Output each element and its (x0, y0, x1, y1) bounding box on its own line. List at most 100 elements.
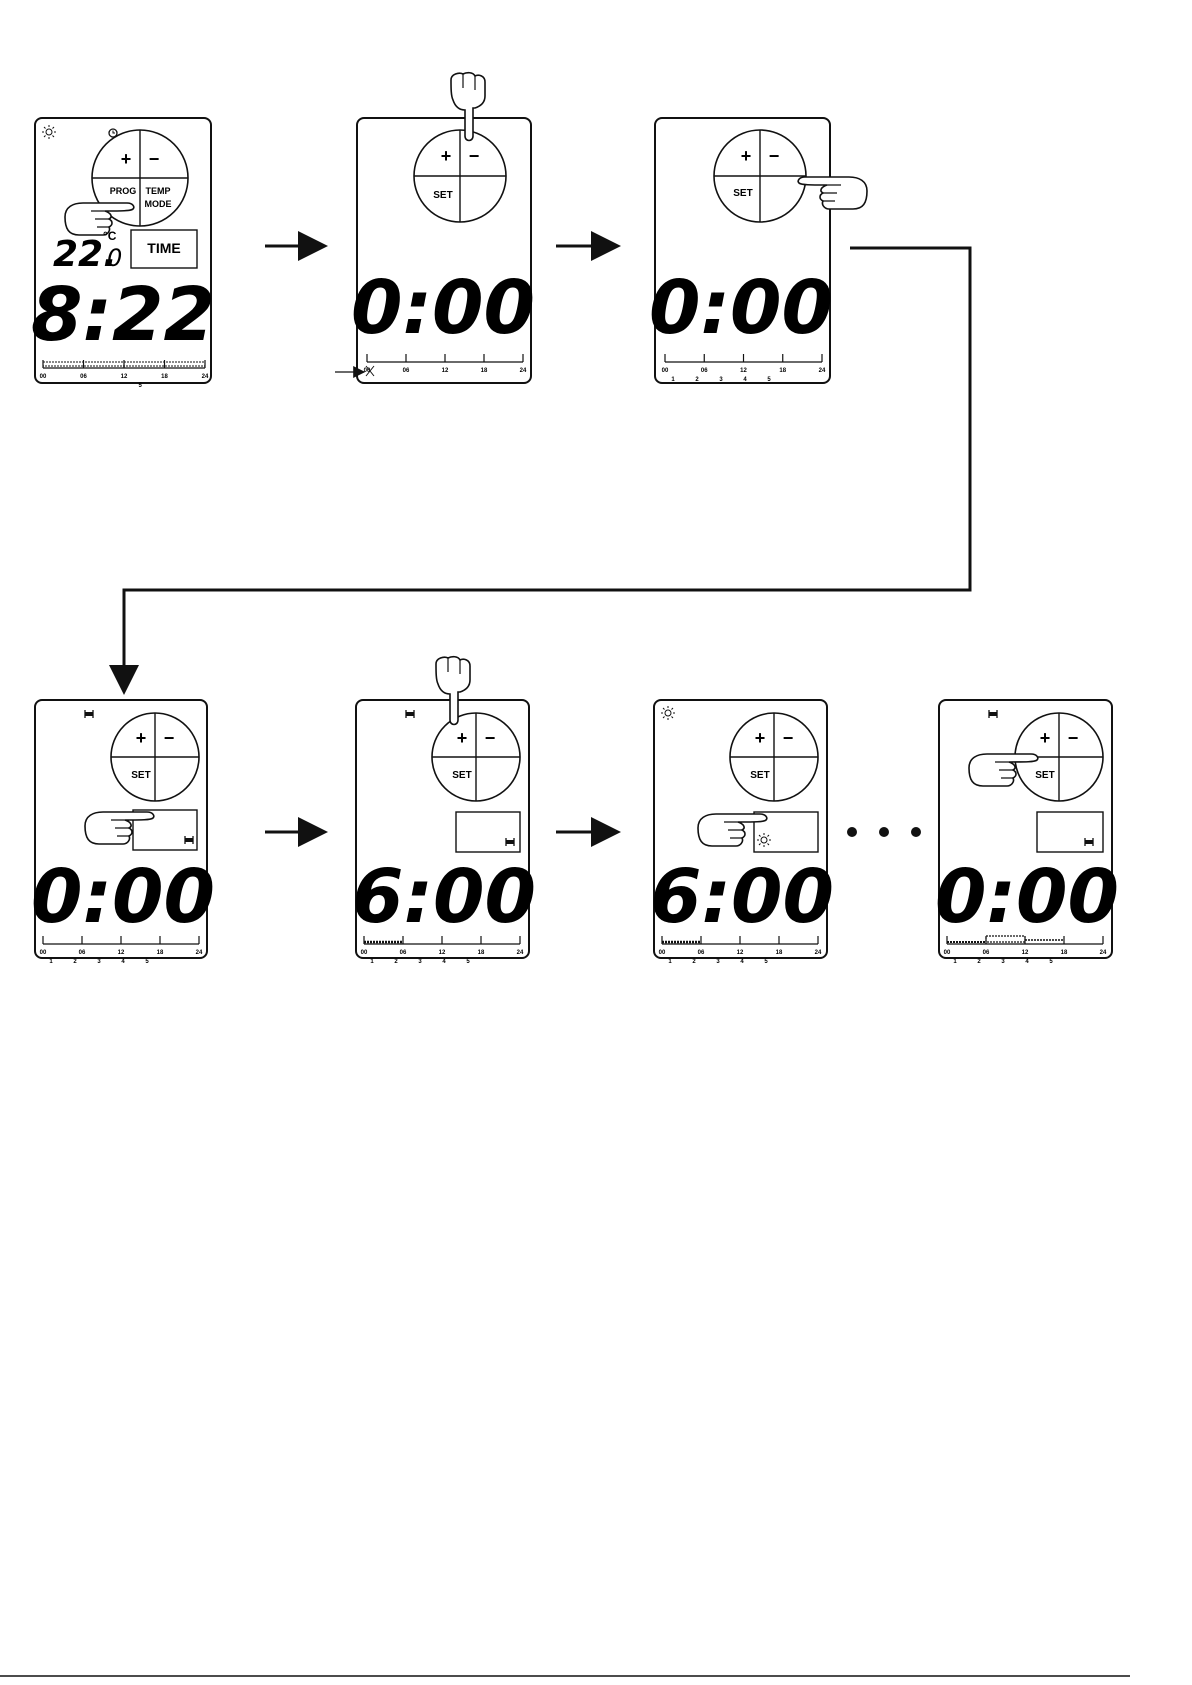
timeline-tick-label: 18 (779, 368, 786, 374)
timeline-tick-label: 12 (1022, 950, 1029, 956)
day-number: 3 (716, 959, 720, 965)
timeline-tick-label: 00 (944, 950, 951, 956)
temperature-readout: 22. 0 °C (53, 229, 122, 275)
button-ring: + − SET (111, 713, 199, 801)
time-box (456, 812, 520, 852)
timeline-tick-label: 12 (740, 368, 747, 374)
timeline-tick-label: 12 (442, 368, 449, 374)
set-button[interactable]: SET (433, 190, 452, 201)
timeline-tick-label: 12 (118, 950, 125, 956)
timeline-tick-label: 24 (815, 950, 822, 956)
mode-label: MODE (145, 199, 172, 209)
minus-button[interactable]: − (164, 728, 175, 748)
set-button[interactable]: SET (1035, 770, 1054, 781)
day-number: 4 (442, 959, 446, 965)
day-number: 3 (418, 959, 422, 965)
day-number: 5 (1049, 959, 1053, 965)
ellipsis-dot (911, 827, 921, 837)
clock-display: 6:00 (650, 854, 834, 940)
timeline-tick-label: 18 (481, 368, 488, 374)
minus-button[interactable]: − (149, 149, 160, 169)
set-button[interactable]: SET (131, 770, 150, 781)
timeline-tick-label: 12 (121, 374, 128, 380)
thermostat-panel-2: + − SET 0:00 0006121824 (351, 73, 535, 383)
timeline-tick-label: 18 (157, 950, 164, 956)
clock-display: 0:00 (351, 265, 535, 351)
plus-button[interactable]: + (755, 728, 766, 748)
clock-display: 0:00 (31, 854, 215, 940)
thermostat-panel-1: + − PROG TEMP MODE 22. 0 °C TIME 8:22 00… (31, 118, 215, 389)
timeline-tick-label: 24 (517, 950, 524, 956)
timeline-tick-label: 06 (400, 950, 407, 956)
set-button[interactable]: SET (750, 770, 769, 781)
set-button[interactable]: SET (452, 770, 471, 781)
timeline-tick-label: 12 (439, 950, 446, 956)
day-number: 2 (977, 959, 981, 965)
timeline-tick-label: 00 (662, 368, 669, 374)
ellipsis-dot (879, 827, 889, 837)
timeline-tick-label: 00 (40, 374, 47, 380)
timeline-tick-label: 24 (520, 368, 527, 374)
day-number: 3 (1001, 959, 1005, 965)
button-ring: + − SET (714, 130, 806, 222)
prog-button[interactable]: PROG (110, 186, 137, 196)
timeline-tick-label: 24 (1100, 950, 1107, 956)
day-number: 5 (145, 959, 149, 965)
day-number: 1 (953, 959, 957, 965)
day-number: 2 (692, 959, 696, 965)
minus-button[interactable]: − (769, 146, 780, 166)
day-number: 4 (1025, 959, 1029, 965)
minus-button[interactable]: − (1068, 728, 1079, 748)
timeline-tick-label: 00 (361, 950, 368, 956)
plus-button[interactable]: + (1040, 728, 1051, 748)
plus-button[interactable]: + (441, 146, 452, 166)
day-number: 2 (73, 959, 77, 965)
plus-button[interactable]: + (136, 728, 147, 748)
timeline-tick-label: 00 (40, 950, 47, 956)
thermostat-panel-3: + − SET 0:00 000612182412345 (649, 118, 867, 383)
timeline-tick-label: 24 (202, 374, 209, 380)
day-number: 2 (394, 959, 398, 965)
minus-button[interactable]: − (783, 728, 794, 748)
minus-button[interactable]: − (485, 728, 496, 748)
temp-button[interactable]: TEMP (145, 186, 170, 196)
plus-button[interactable]: + (121, 149, 132, 169)
day-number: 4 (740, 959, 744, 965)
set-button[interactable]: SET (733, 188, 752, 199)
timeline-tick-label: 18 (478, 950, 485, 956)
day-number: 4 (121, 959, 125, 965)
timeline-tick-label: 24 (819, 368, 826, 374)
timeline-tick-label: 06 (79, 950, 86, 956)
ellipsis-dot (847, 827, 857, 837)
timeline-tick-label: 00 (659, 950, 666, 956)
flow-connector (124, 248, 970, 692)
day-number: 1 (370, 959, 374, 965)
continuation-ellipsis (847, 827, 921, 837)
timeline-tick-label: 06 (701, 368, 708, 374)
day-number: 1 (49, 959, 53, 965)
timeline-tick-label: 06 (403, 368, 410, 374)
timeline-tick-label: 18 (161, 374, 168, 380)
plus-button[interactable]: + (457, 728, 468, 748)
clock-display: 8:22 (31, 272, 215, 358)
time-label: TIME (147, 240, 180, 256)
clock-display: 6:00 (352, 854, 536, 940)
timeline-tick-label: 24 (196, 950, 203, 956)
celsius-unit: °C (103, 229, 117, 243)
timeline-tick-label: 06 (698, 950, 705, 956)
day-number: 5 (764, 959, 768, 965)
thermostat-panel-7: + − SET 0:00 000612182412345 (935, 700, 1119, 965)
minus-button[interactable]: − (469, 146, 480, 166)
day-number: 5 (466, 959, 470, 965)
timeline-tick-label: 18 (1061, 950, 1068, 956)
day-number: 3 (97, 959, 101, 965)
timeline-tick-label: 06 (80, 374, 87, 380)
button-ring: + − SET (414, 130, 506, 222)
temperature-decimal: 0 (107, 244, 122, 272)
timeline-tick-label: 12 (737, 950, 744, 956)
plus-button[interactable]: + (741, 146, 752, 166)
